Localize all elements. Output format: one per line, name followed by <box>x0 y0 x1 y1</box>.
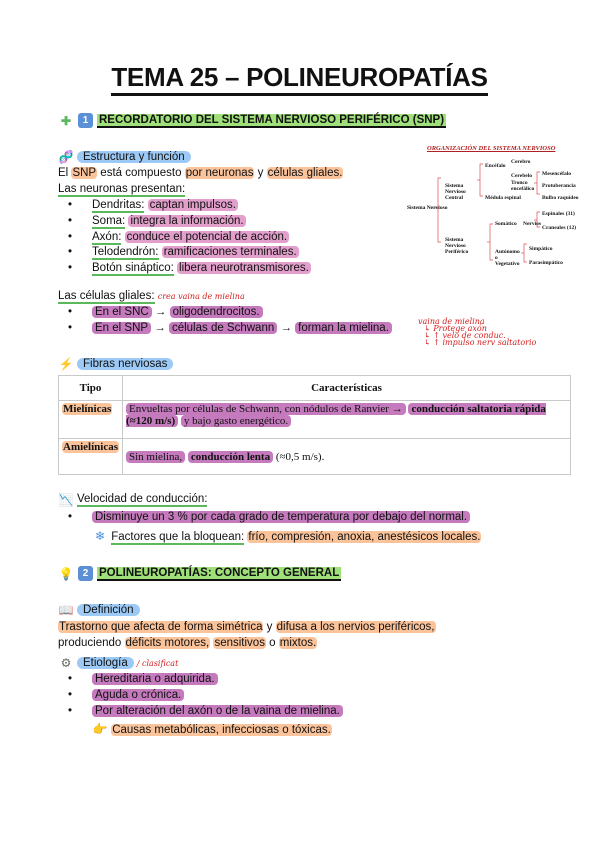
chart-down-icon: 📉 <box>58 493 74 507</box>
lightning-icon: ⚡ <box>58 357 74 371</box>
list-item: Hereditaria o adquirida. <box>68 673 218 685</box>
gear-icon: ⚙ <box>60 656 72 670</box>
list-item: Soma: integra la información. <box>68 215 246 229</box>
list-item: En el SNP → células de Schwann → forman … <box>68 322 392 334</box>
book-icon: 📖 <box>58 603 74 617</box>
section-1-heading: ✚ 1 RECORDATORIO DEL SISTEMA NERVIOSO PE… <box>58 113 447 128</box>
lightbulb-icon: 💡 <box>58 566 74 581</box>
glia-intro: Las células gliales: crea vaina de mieli… <box>58 290 245 304</box>
list-item: Axón: conduce el potencial de acción. <box>68 231 290 245</box>
table-row: Mielínicas Envueltas por células de Schw… <box>58 400 571 439</box>
fibers-table: Tipo Características Mielínicas Envuelta… <box>58 375 571 475</box>
table-row: Amielínicas Sin mielina, conducción lent… <box>58 438 571 475</box>
list-item: Disminuye un 3 % por cada grado de tempe… <box>68 511 471 523</box>
list-item: Aguda o crónica. <box>68 689 185 701</box>
handwritten-note: crea vaina de mielina <box>157 292 245 301</box>
definition-line-1: Trastorno que afecta de forma simétrica … <box>58 621 436 633</box>
nervous-system-diagram: ORGANIZACIÓN DEL SISTEMA NERVIOSO Sistem… <box>405 145 585 275</box>
number-badge: 2 <box>78 566 93 581</box>
handwritten-note: / clasificat <box>136 658 179 668</box>
list-item: Telodendrón: ramificaciones terminales. <box>68 246 299 260</box>
pointing-hand-icon: 👉 <box>92 722 108 736</box>
snp-composition-line: El SNP está compuesto por neuronas y cél… <box>58 167 344 179</box>
col-header: Tipo <box>58 375 123 401</box>
etiology-subheading: ⚙ Etiología / clasificat <box>58 656 179 670</box>
factors-line: ❄ Factores que la bloquean: frío, compre… <box>92 529 482 545</box>
list-item: Botón sináptico: libera neurotransmisore… <box>68 262 311 276</box>
handwritten-notes: vaina de mielina ↳ Protege axón ↳ ↑ velo… <box>418 317 537 347</box>
definition-line-2: produciendo déficits motores, sensitivos… <box>58 637 318 649</box>
col-header: Características <box>122 375 571 401</box>
snowflake-icon: ❄ <box>94 529 106 543</box>
list-item: En el SNC → oligodendrocitos. <box>68 306 263 318</box>
list-item: Dendritas: captan impulsos. <box>68 199 238 213</box>
list-item: Por alteración del axón o de la vaina de… <box>68 705 343 717</box>
structure-subheading: 🧬 Estructura y función <box>58 150 191 164</box>
puzzle-icon: ✚ <box>60 113 72 128</box>
definition-subheading: 📖 Definición <box>58 603 140 617</box>
neuron-intro: Las neuronas presentan: <box>58 183 186 197</box>
section-2-heading: 💡 2 POLINEUROPATÍAS: CONCEPTO GENERAL <box>58 566 342 581</box>
diagram-brackets <box>434 163 540 263</box>
page-title: TEMA 25 – POLINEUROPATÍAS <box>0 62 599 96</box>
velocity-subheading: 📉 Velocidad de conducción: <box>58 493 208 507</box>
dna-icon: 🧬 <box>58 150 74 164</box>
fibers-subheading: ⚡ Fibras nerviosas <box>58 357 174 371</box>
number-badge: 1 <box>78 113 93 128</box>
causes-line: 👉 Causas metabólicas, infecciosas o tóxi… <box>92 722 332 736</box>
